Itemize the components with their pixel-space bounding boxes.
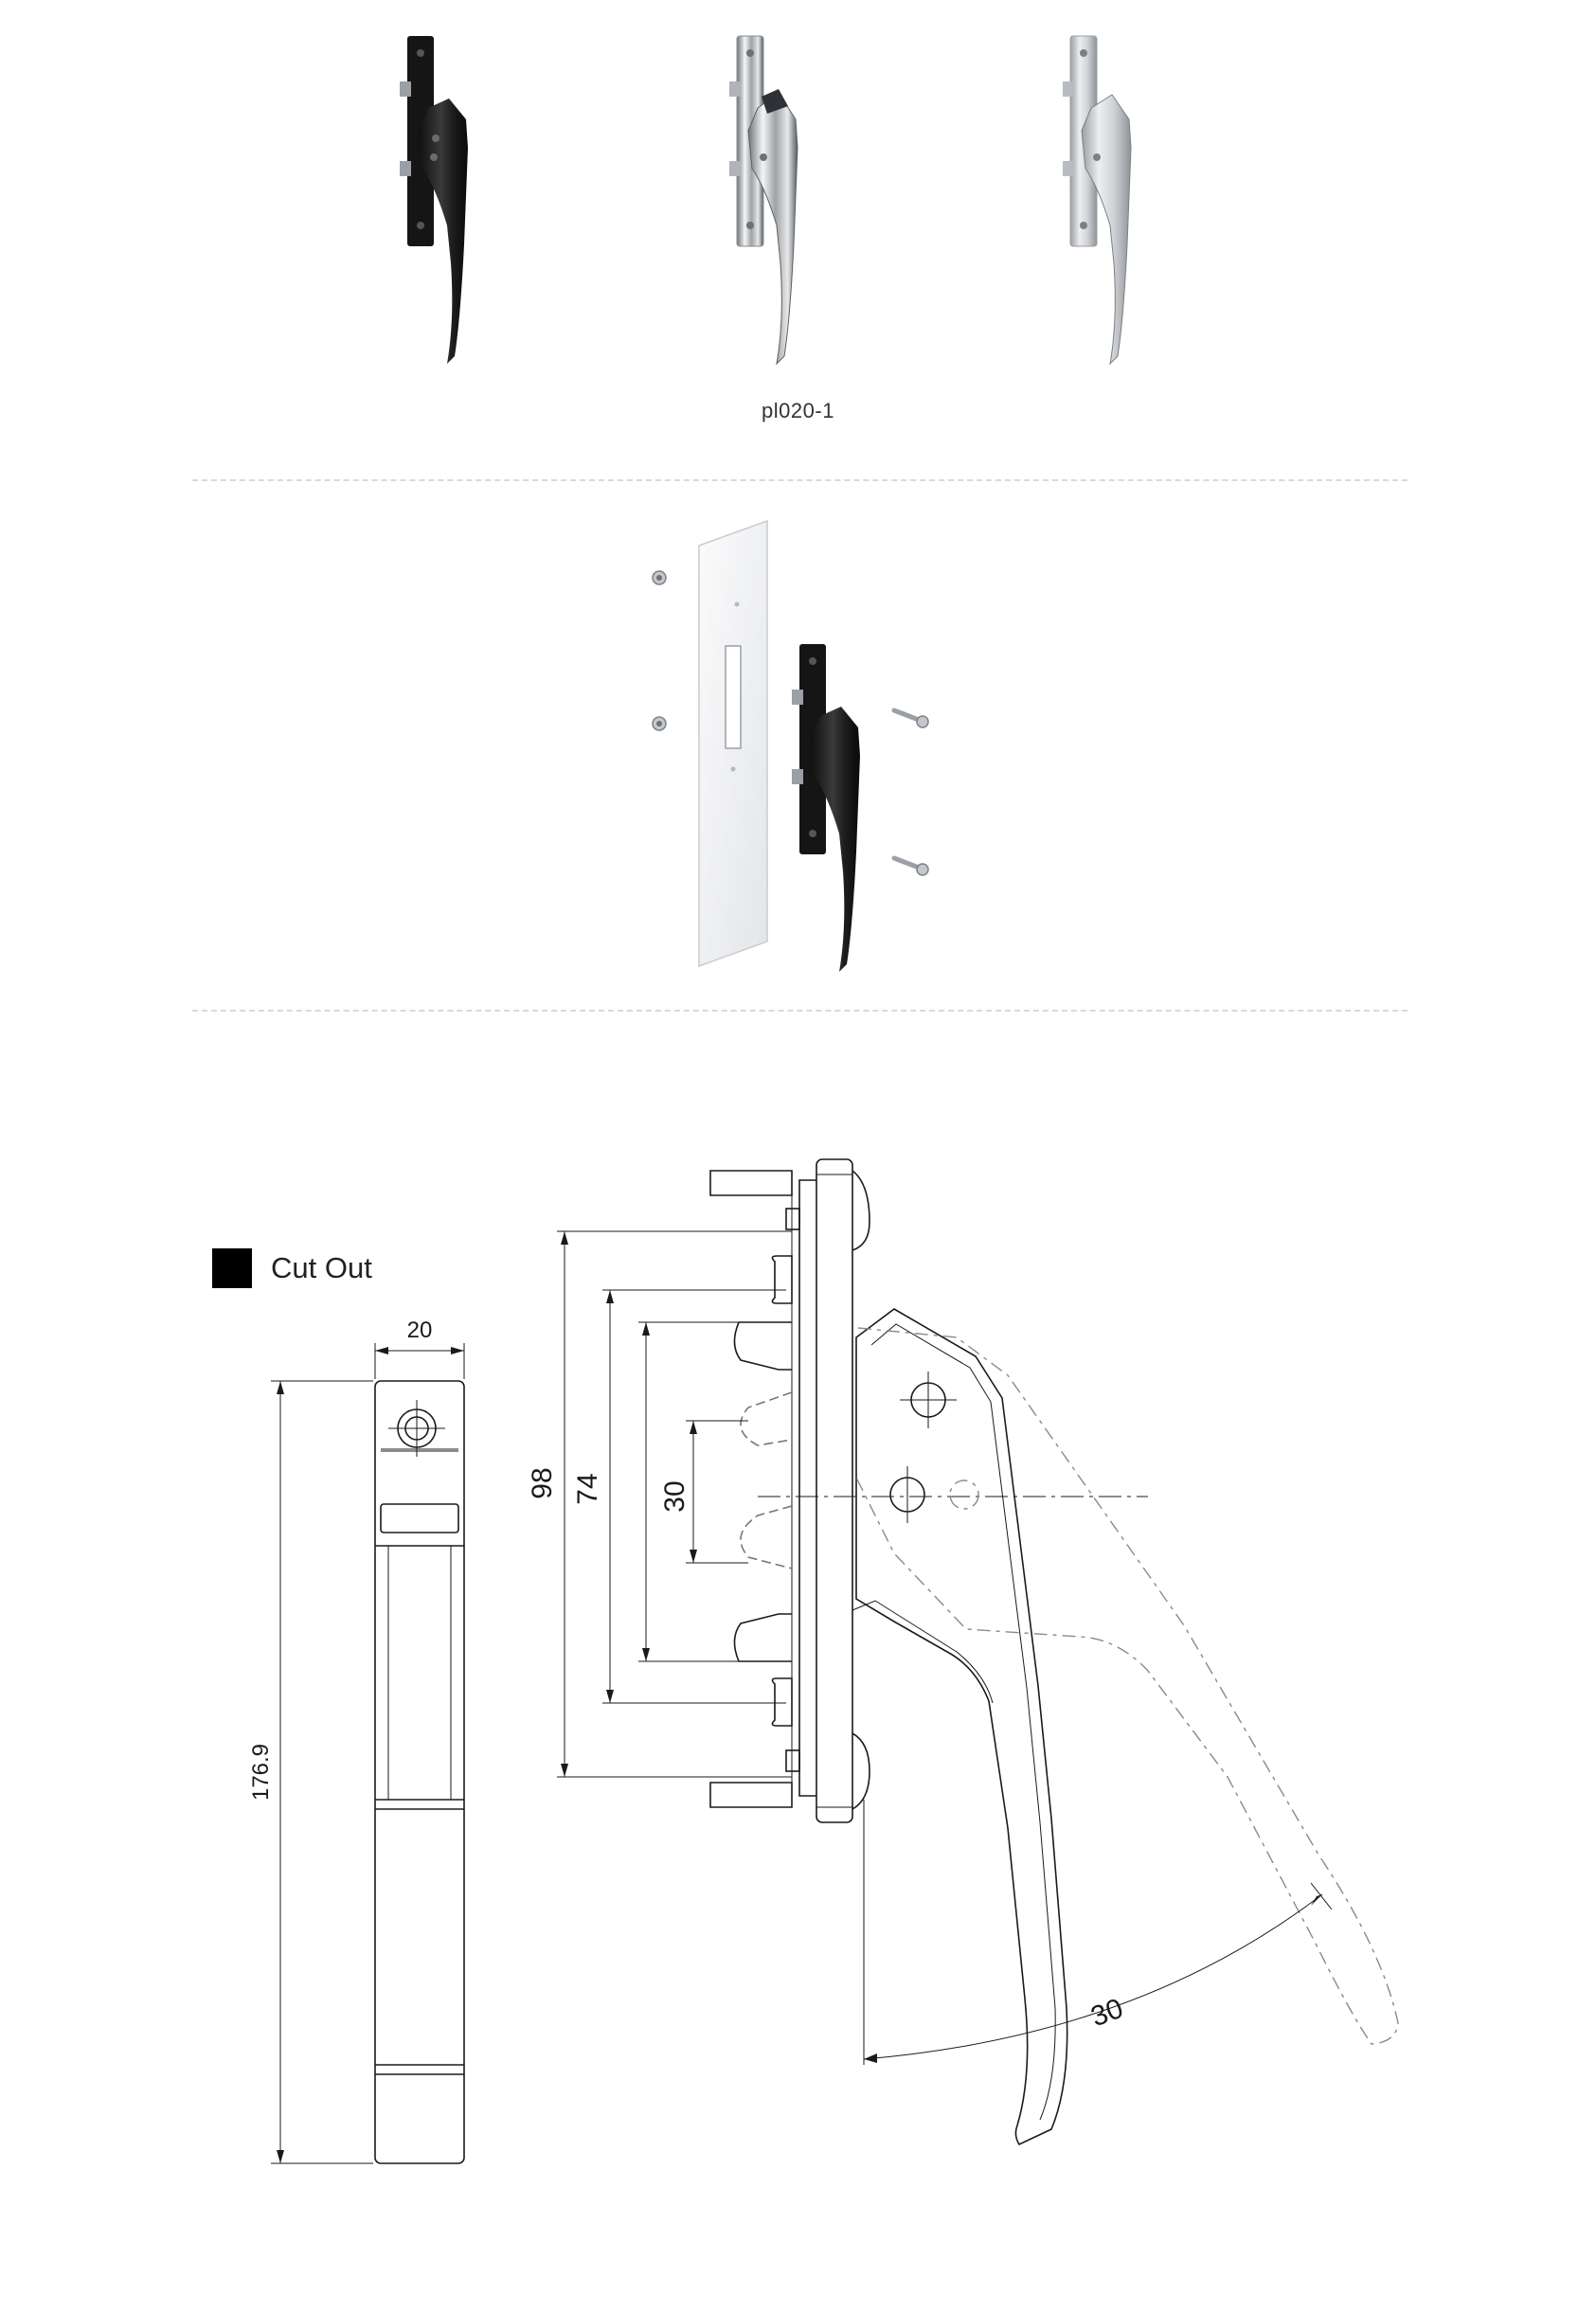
latch-side-view <box>709 1158 1148 2146</box>
section-divider <box>192 479 1408 481</box>
nut-icon <box>652 570 667 585</box>
dimension-rotation-angle-label: 30 <box>1086 1993 1127 2033</box>
dimension-cutout-height <box>271 1380 373 2164</box>
cutout-legend: Cut Out <box>212 1248 372 1288</box>
dimension-cutout-height-label: 176.9 <box>248 1744 274 1801</box>
dimension-rotation-angle <box>863 1800 1333 2065</box>
screw-icon <box>891 855 929 876</box>
mounting-plate <box>698 519 768 968</box>
dimension-hole-spacing <box>638 1321 792 1662</box>
dimension-overall-length-label: 98 <box>527 1467 558 1498</box>
dimension-mount-spacing-label: 74 <box>572 1473 603 1504</box>
render-chrome-finish <box>729 35 798 366</box>
render-satin-finish <box>1063 35 1132 366</box>
screw-icon <box>891 708 929 728</box>
dimension-overall-length <box>557 1230 792 1778</box>
latch-rotated-phantom <box>855 1327 1399 2045</box>
latch-assembly <box>792 644 860 972</box>
section-divider <box>192 1010 1408 1012</box>
product-renders <box>400 35 1132 366</box>
dimension-mount-spacing <box>602 1289 786 1704</box>
exploded-assembly-view <box>652 519 929 972</box>
technical-drawing: 20 176.9 <box>248 1158 1399 2164</box>
dimension-cutout-width-label: 20 <box>407 1318 433 1343</box>
cutout-swatch <box>212 1248 252 1288</box>
product-code-label: pl020-1 <box>762 399 834 422</box>
nut-icon <box>652 716 667 731</box>
dimension-cutout-width <box>374 1343 465 1379</box>
dimension-hole-spacing-label: 30 <box>659 1480 690 1512</box>
cutout-front-view <box>374 1380 465 2164</box>
render-black-finish <box>400 36 468 364</box>
cutout-label: Cut Out <box>271 1251 372 1284</box>
